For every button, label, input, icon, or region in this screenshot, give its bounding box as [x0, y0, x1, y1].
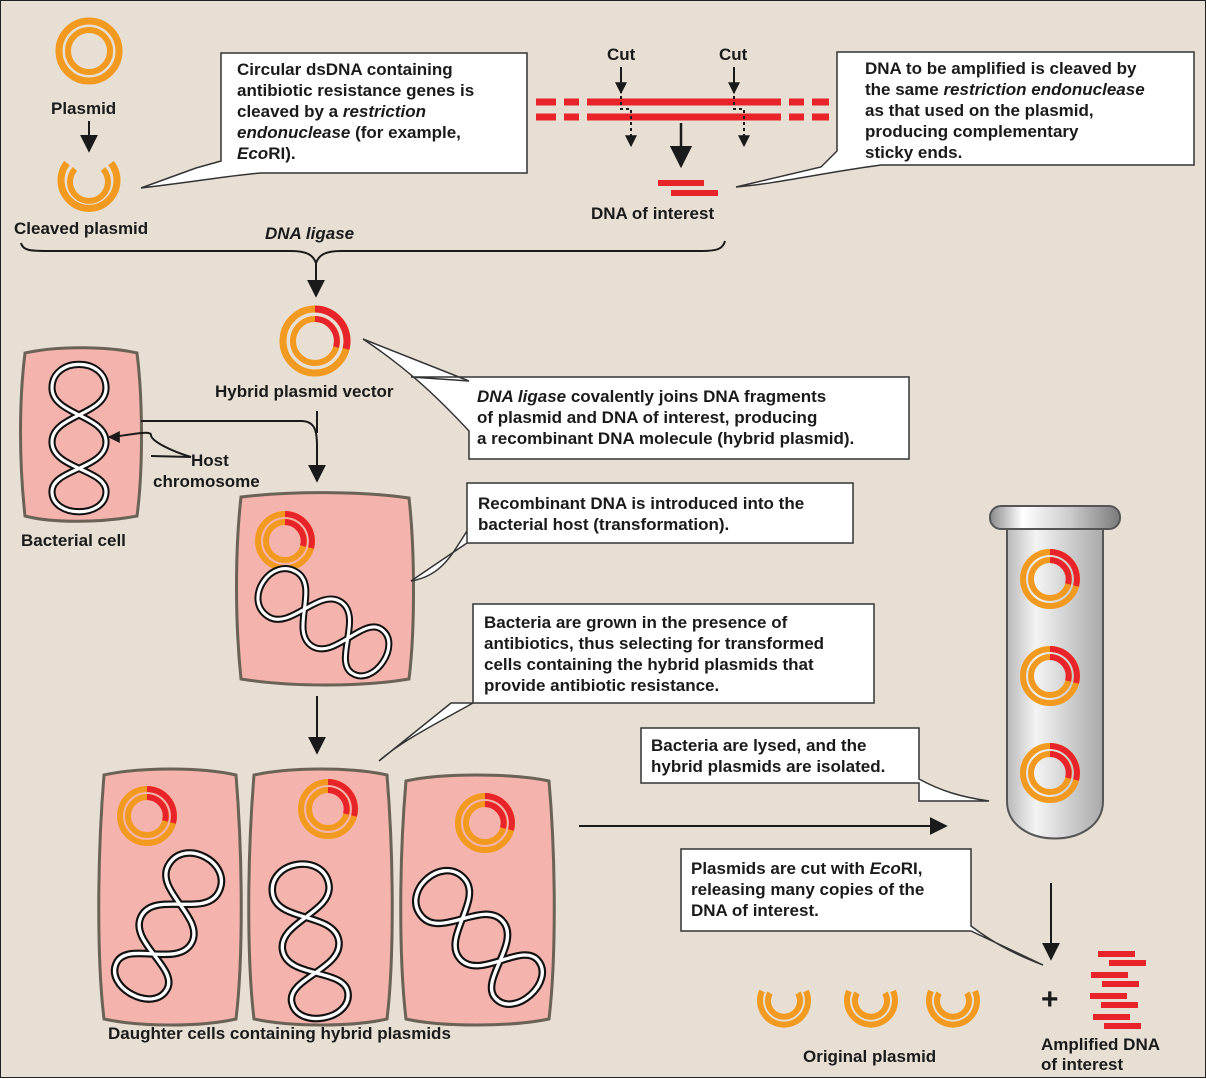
original-plasmid-label: Original plasmid	[803, 1047, 937, 1066]
callout-ligase-shape	[362, 338, 910, 460]
plasmid-circle	[55, 17, 123, 85]
cut-right-label: Cut	[719, 45, 748, 64]
callout-plasmid-cleavage-shape	[140, 52, 528, 189]
dna-strands	[536, 98, 829, 121]
cleaved-plasmid-label: Cleaved plasmid	[14, 219, 149, 238]
hybrid-plasmid	[279, 305, 351, 377]
daughter-cells-label: Daughter cells containing hybrid plasmid…	[108, 1024, 451, 1043]
amplified-dna-label-line1: Amplified DNA	[1041, 1035, 1160, 1054]
test-tube	[989, 505, 1121, 840]
callout-lysis-shape	[640, 727, 990, 802]
amplified-dna-label-line2: of interest	[1041, 1055, 1124, 1074]
dna-of-interest-label: DNA of interest	[591, 204, 715, 223]
callout-transformation-shape	[410, 482, 854, 582]
host-pointer	[107, 430, 192, 458]
original-plasmid-2	[847, 991, 895, 1025]
cut-left-label: Cut	[607, 45, 636, 64]
plasmid-label: Plasmid	[51, 99, 117, 118]
callout-ligase: DNA ligase covalently joins DNA fragment…	[477, 387, 855, 448]
callout-transformation: Recombinant DNA is introduced into the b…	[478, 494, 805, 534]
bacterial-cell-label: Bacterial cell	[21, 531, 126, 550]
callout-selection: Bacteria are grown in the presence of an…	[484, 613, 825, 695]
dna-ligase-label: DNA ligase	[265, 224, 355, 243]
arrow-to-transformed-cell	[141, 420, 326, 483]
callout-selection-shape	[378, 603, 875, 762]
cut-path-right	[733, 96, 750, 148]
chromosome-label: chromosome	[153, 472, 260, 491]
daughter-cell-3	[399, 773, 556, 1027]
hybrid-plasmid-label: Hybrid plasmid vector	[215, 382, 394, 401]
callout-ecori: Plasmids are cut with EcoRI, releasing m…	[691, 859, 925, 920]
callout-ecori-shape	[680, 848, 1044, 966]
amplified-dna	[1090, 951, 1146, 1029]
callout-lysis: Bacteria are lysed, and the hybrid plasm…	[651, 736, 886, 776]
brace	[20, 240, 726, 266]
cleaved-plasmid-shape	[57, 160, 121, 212]
callout-plasmid-cleavage: Circular dsDNA containing antibiotic res…	[237, 60, 475, 163]
callout-dna-cleavage: DNA to be amplified is cleaved by the sa…	[865, 59, 1145, 162]
dna-fragment	[658, 180, 718, 196]
original-plasmid-1	[760, 991, 808, 1025]
transformed-cell	[235, 491, 415, 687]
plus-sign: +	[1041, 983, 1059, 1016]
host-label: Host	[191, 451, 229, 470]
original-plasmid-3	[929, 991, 977, 1025]
callout-dna-cleavage-shape	[735, 51, 1195, 188]
cut-path-left	[620, 96, 637, 148]
